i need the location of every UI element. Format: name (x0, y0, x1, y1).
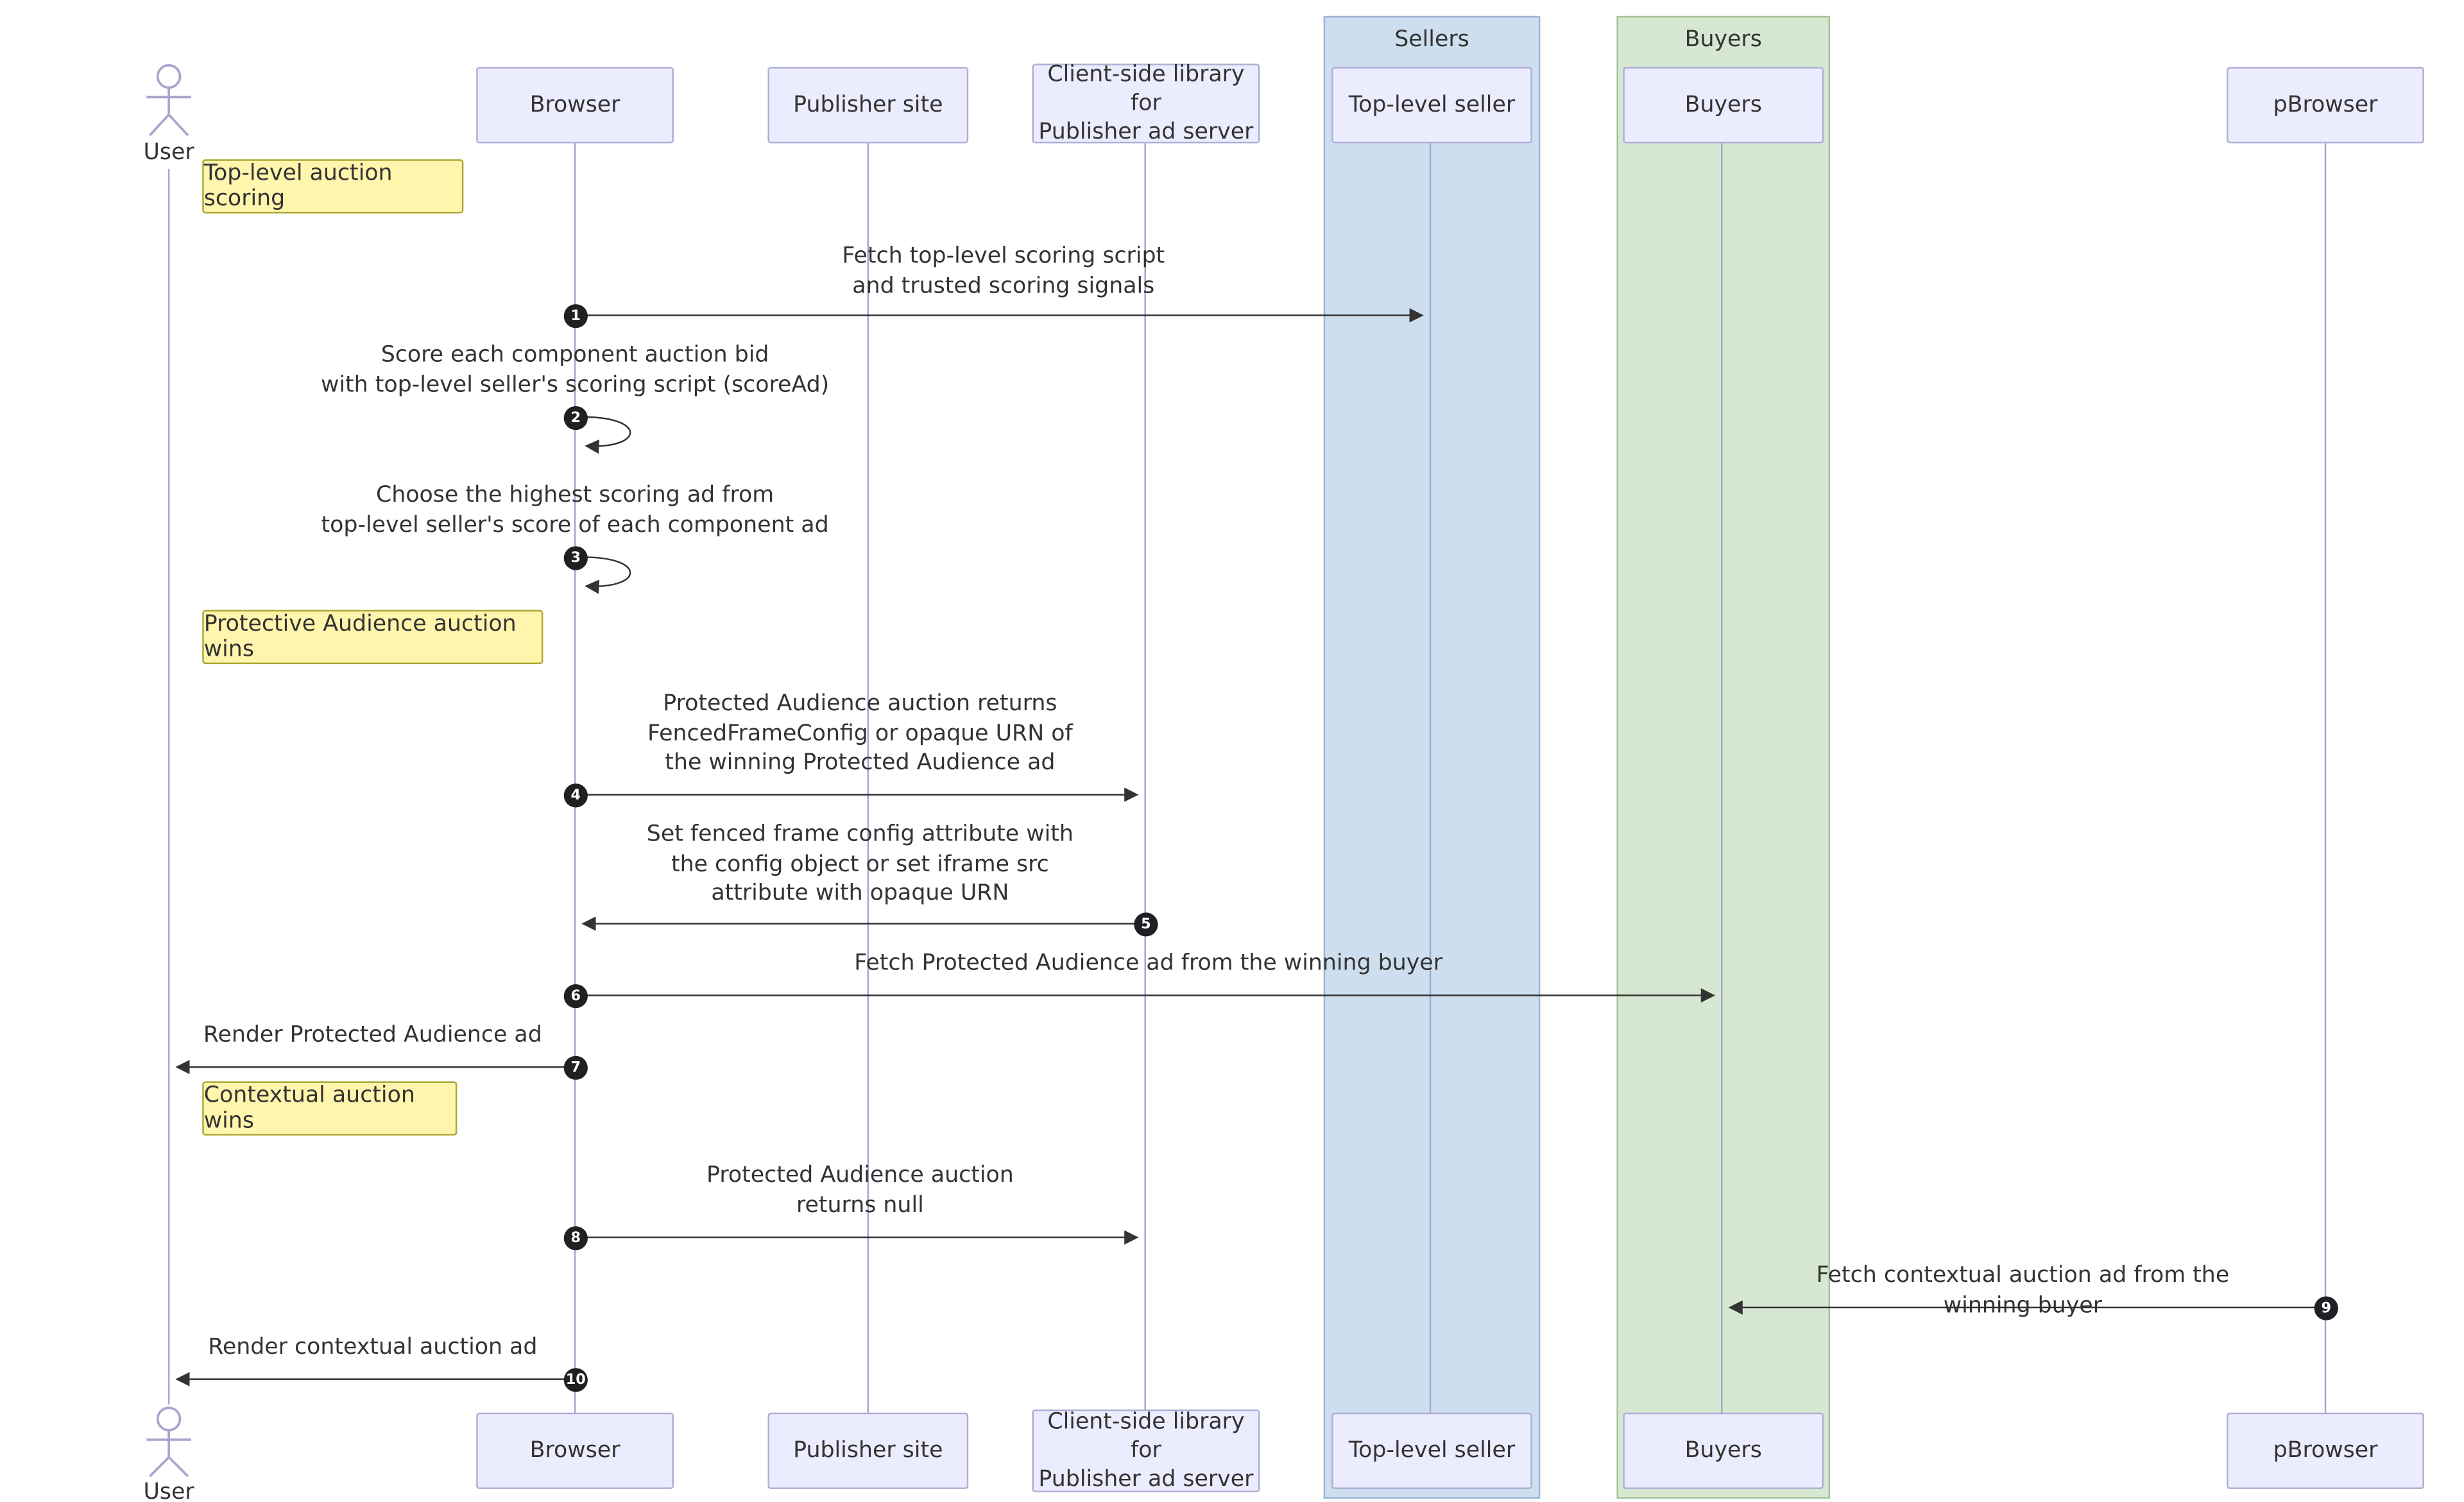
participant-label: Buyers (1684, 92, 1762, 118)
message-3-text: Choose the highest scoring ad from top-l… (321, 482, 829, 538)
participant-label: Client-side library for Publisher ad ser… (1038, 1409, 1254, 1492)
participant-client-side-library-bottom: Client-side library for Publisher ad ser… (1032, 1409, 1260, 1492)
lifelines (167, 143, 2327, 1413)
group-sellers: Sellers (1323, 15, 1541, 1499)
participant-pbrowser-top: pBrowser (2227, 67, 2424, 144)
participant-pbrowser-bottom: pBrowser (2227, 1412, 2424, 1489)
message-10-text: Render contextual auction ad (208, 1335, 538, 1360)
participant-client-side-library-top: Client-side library for Publisher ad ser… (1032, 62, 1260, 145)
participant-label: Client-side library for Publisher ad ser… (1038, 62, 1254, 145)
note-contextual-auction-wins: Contextual auction wins (202, 1081, 458, 1136)
message-2-number-badge: 2 (563, 405, 588, 431)
participant-label: Buyers (1684, 1438, 1762, 1464)
note-protective-audience-auction-wins: Protective Audience auction wins (202, 610, 543, 665)
message-1-number-badge: 1 (563, 304, 588, 329)
participant-label: Top-level seller (1348, 1438, 1516, 1464)
actor-user-label-bottom: User (143, 1479, 194, 1502)
participant-buyers-top: Buyers (1623, 67, 1824, 144)
arrow-2-browser-self-loop (575, 416, 631, 454)
user-actor-icon-top (146, 64, 191, 137)
message-5-number-badge: 5 (1134, 912, 1158, 937)
participant-label: Top-level seller (1348, 92, 1516, 118)
participant-buyers-bottom: Buyers (1623, 1412, 1824, 1489)
participant-label: Publisher site (793, 92, 943, 118)
message-1-text: Fetch top-level scoring script and trust… (842, 243, 1165, 299)
message-6-text: Fetch Protected Audience ad from the win… (854, 950, 1443, 977)
participant-top-level-seller-top: Top-level seller (1331, 67, 1532, 144)
message-10-number-badge: 10 (563, 1368, 588, 1392)
message-7-number-badge: 7 (563, 1055, 588, 1080)
actor-user-label-top: User (143, 140, 194, 166)
participant-label: Publisher site (793, 1438, 943, 1464)
user-actor-icon-bottom (146, 1406, 191, 1478)
participant-label: Browser (529, 92, 620, 118)
arrow-3-browser-self-loop (575, 556, 631, 594)
message-5-text: Set fenced frame config attribute with t… (646, 821, 1074, 907)
message-9-number-badge: 9 (2314, 1296, 2338, 1320)
message-2-text: Score each component auction bid with to… (320, 342, 830, 398)
message-4-text: Protected Audience auction returns Fence… (647, 691, 1073, 776)
message-7-text: Render Protected Audience ad (203, 1022, 542, 1048)
message-6-number-badge: 6 (563, 984, 588, 1009)
message-3-number-badge: 3 (563, 546, 588, 570)
participant-publisher-site-bottom: Publisher site (767, 1412, 969, 1489)
group-sellers-title: Sellers (1394, 27, 1469, 53)
message-arrows (175, 308, 2326, 1387)
group-buyers-title: Buyers (1684, 27, 1762, 53)
message-8-number-badge: 8 (563, 1226, 588, 1250)
participant-publisher-site-top: Publisher site (767, 67, 969, 144)
participant-browser-top: Browser (476, 67, 674, 144)
note-top-level-auction-scoring: Top-level auction scoring (202, 159, 464, 214)
participant-browser-bottom: Browser (476, 1412, 674, 1489)
participant-top-level-seller-bottom: Top-level seller (1331, 1412, 1532, 1489)
message-9-text: Fetch contextual auction ad from the win… (1816, 1263, 2230, 1319)
participant-label: pBrowser (2273, 92, 2378, 118)
group-buyers: Buyers (1616, 15, 1831, 1499)
participant-label: pBrowser (2273, 1438, 2378, 1464)
message-8-text: Protected Audience auction returns null (706, 1163, 1014, 1218)
participant-label: Browser (529, 1438, 620, 1464)
message-4-number-badge: 4 (563, 783, 588, 808)
